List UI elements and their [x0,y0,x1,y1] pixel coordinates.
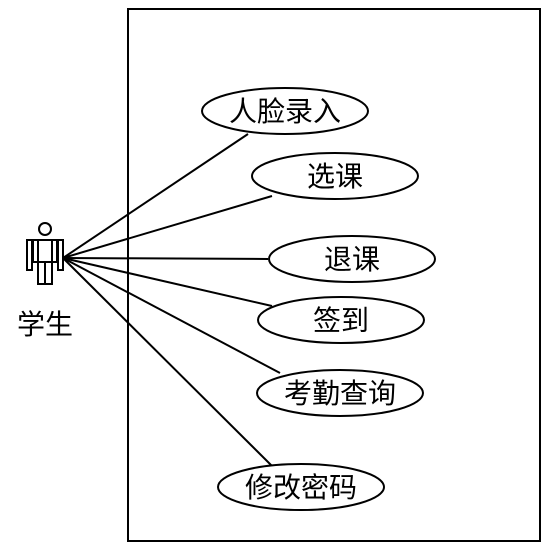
use-case-label: 人脸录入 [229,95,341,128]
association-attendance-query [62,257,281,374]
association-change-password [62,257,273,467]
use-case-ellipse [251,152,419,200]
associations [62,133,281,467]
use-case-label: 选课 [307,160,363,193]
use-case-ellipse [257,296,425,344]
use-case-ellipse [256,369,424,417]
use-case-label: 签到 [313,304,369,337]
association-select-course [62,195,273,259]
use-case-ellipse [268,235,436,283]
actor-label: 学生 [17,308,73,341]
use-case-label: 修改密码 [245,471,357,504]
use-case-drop-course[interactable]: 退课 [268,235,436,283]
use-case-label: 考勤查询 [284,377,396,410]
actor-head [38,222,52,236]
use-case-attendance-query[interactable]: 考勤查询 [256,369,424,417]
system-boundary [127,8,541,542]
actor-student [26,222,64,285]
use-case-ellipse [201,87,369,135]
use-case-face-enroll[interactable]: 人脸录入 [201,87,369,135]
association-drop-course [62,257,269,260]
association-check-in [62,257,273,307]
use-case-ellipse [217,463,385,511]
actor-hand-right [57,239,64,271]
actor-hand-left [26,239,33,271]
use-case-select-course[interactable]: 选课 [251,152,419,200]
association-face-enroll [62,133,249,259]
use-case-check-in[interactable]: 签到 [257,296,425,344]
use-case-change-password[interactable]: 修改密码 [217,463,385,511]
use-case-label: 退课 [324,243,380,276]
actor-body [32,239,58,263]
